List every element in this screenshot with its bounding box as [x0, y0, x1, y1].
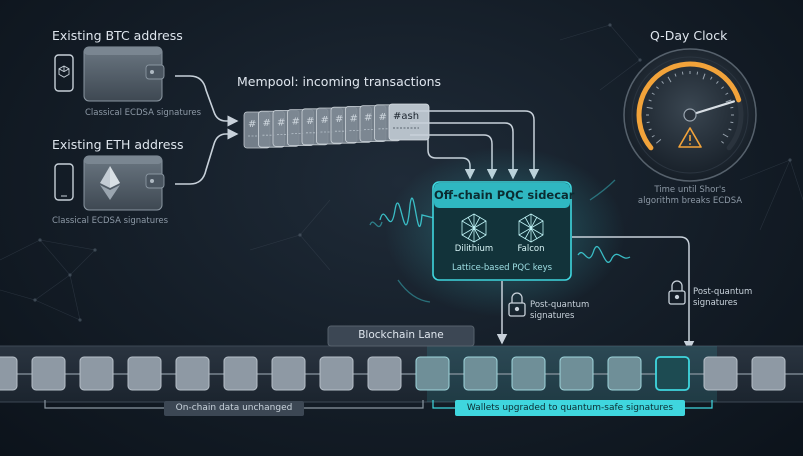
lock-icon-right [668, 280, 686, 305]
btc-address-title: Existing BTC address [52, 28, 183, 43]
btc-signatures-caption: Classical ECDSA signatures [85, 108, 202, 118]
lane-title-tab [327, 325, 475, 347]
pq-left-line-2: signatures [530, 311, 575, 321]
lock-icon-left [508, 292, 526, 317]
qday-caption-line-1: Time until Shor's [654, 185, 726, 195]
chain-block-upgraded [511, 356, 546, 391]
chain-block [703, 356, 738, 391]
tx-hash-glyph: # [321, 115, 329, 126]
chain-block [367, 356, 402, 391]
tx-hash-glyph: # [364, 113, 372, 124]
chain-block-upgraded [559, 356, 594, 391]
dilithium-lattice-icon [461, 213, 487, 243]
chain-block [127, 356, 162, 391]
eth-wallet-icon [83, 155, 165, 211]
tx-hash-glyph: # [263, 118, 271, 129]
qday-clock-title: Q-Day Clock [650, 28, 728, 43]
qday-clock-gauge [623, 48, 757, 182]
post-quantum-label-right: Post-quantum signatures [693, 287, 752, 309]
tx-hash-glyph: # [306, 116, 314, 127]
warning-triangle-icon [678, 127, 702, 148]
chain-block-upgraded [463, 356, 498, 391]
sidecar-caption: Lattice-based PQC keys [451, 263, 553, 273]
network-nodes [33, 23, 792, 322]
chain-block [175, 356, 210, 391]
eth-address-title: Existing ETH address [52, 137, 184, 152]
sidecar-title: Off-chain PQC sidecar [434, 188, 575, 202]
sidecar-to-upgraded-block-arrow [572, 236, 695, 352]
chain-block [0, 356, 18, 391]
chain-block [751, 356, 786, 391]
eth-phone-icon [54, 163, 74, 201]
tx-hash-glyph: # [335, 114, 343, 125]
chain-block-upgraded [655, 356, 690, 391]
qday-clock-caption: Time until Shor's algorithm breaks ECDSA [612, 185, 768, 207]
pq-right-line-2: signatures [693, 298, 738, 308]
post-quantum-label-left: Post-quantum signatures [530, 300, 589, 322]
pq-right-line-1: Post-quantum [693, 287, 753, 297]
chain-block-upgraded [607, 356, 642, 391]
pq-left-line-1: Post-quantum [530, 300, 590, 310]
dilithium-label: Dilithium [454, 244, 494, 254]
tx-hash-glyph: # [350, 113, 358, 124]
btc-wallet-icon [83, 46, 165, 102]
tx-hash-glyph: # [379, 112, 387, 123]
eth-signatures-caption: Classical ECDSA signatures [52, 216, 169, 226]
falcon-lattice-icon [518, 213, 544, 243]
chain-blocks [0, 356, 786, 391]
chain-block [79, 356, 114, 391]
chain-block [319, 356, 354, 391]
falcon-label: Falcon [517, 244, 545, 254]
chain-block [31, 356, 66, 391]
pqc-sidecar-box [432, 181, 572, 281]
mempool-cards: # # # # # # # # # # #ash [243, 103, 430, 149]
unchanged-label-bg [164, 401, 304, 416]
qday-caption-line-2: algorithm breaks ECDSA [637, 196, 743, 206]
btc-to-mempool-arrow [175, 75, 239, 127]
unchanged-label: On-chain data unchanged [175, 403, 293, 413]
chain-block [271, 356, 306, 391]
tx-hash-glyph: # [292, 117, 300, 128]
mempool-title: Mempool: incoming transactions [237, 74, 442, 89]
ethereum-logo-icon [100, 166, 120, 200]
tx-label: #ash [393, 111, 419, 122]
blockchain-lane-title: Blockchain Lane [358, 329, 444, 341]
sidecar-waves [369, 179, 631, 303]
upgraded-label-bg [455, 400, 685, 416]
mempool-card-front: #ash [388, 103, 430, 141]
btc-phone-icon [54, 54, 74, 92]
tx-hash-glyph: # [277, 117, 285, 128]
eth-to-mempool-arrow [175, 128, 239, 185]
tx-hash-glyph: # [248, 119, 256, 130]
chain-block [223, 356, 258, 391]
chain-block-upgraded [415, 356, 450, 391]
upgraded-label: Wallets upgraded to quantum-safe signatu… [466, 403, 674, 413]
